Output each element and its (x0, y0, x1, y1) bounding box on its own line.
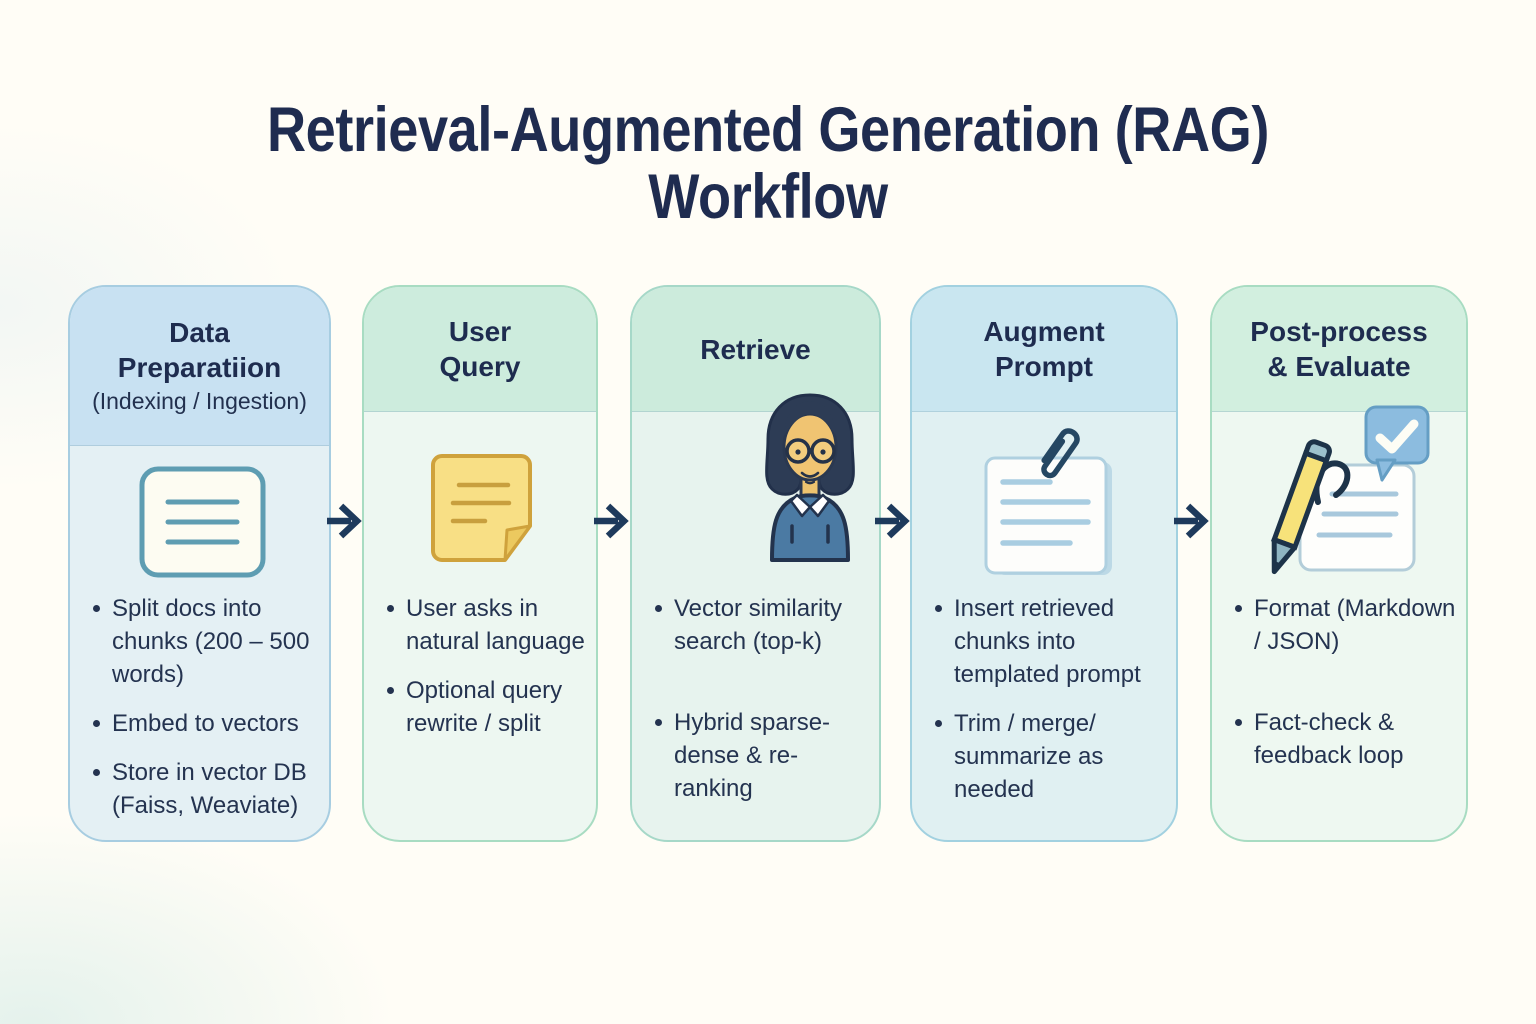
card-bullet-list: Vector similarity search (top-k) Hybrid … (654, 592, 871, 821)
card-bullet-list: Insert retrieved chunks into templated p… (934, 592, 1168, 822)
flow-arrow (875, 503, 910, 539)
card-bullet-list: Format (Markdown / JSON) Fact-check & fe… (1234, 592, 1458, 788)
bullet-item: User asks in natural language (386, 592, 588, 658)
card-data-preparation: Data Preparatiion (Indexing / Ingestion)… (68, 285, 331, 842)
card-augment-prompt-header: Augment Prompt (912, 287, 1176, 412)
page-title: Retrieval-Augmented Generation (RAG) Wor… (0, 97, 1536, 231)
card-retrieve-header: Retrieve (632, 287, 879, 412)
card-title-line: Data (169, 317, 230, 348)
card-title-line: Augment (983, 316, 1105, 347)
card-augment-prompt: Augment Prompt Insert retrieved chunks i… (910, 285, 1178, 842)
page-title-line1: Retrieval-Augmented Generation (RAG) (266, 95, 1270, 166)
bullet-item: Optional query rewrite / split (386, 674, 588, 740)
card-bullet-list: User asks in natural language Optional q… (386, 592, 588, 756)
bullet-item: Insert retrieved chunks into templated p… (934, 592, 1168, 691)
card-subtitle: (Indexing / Ingestion) (92, 388, 307, 414)
paperclip-document-icon (984, 428, 1112, 575)
card-title-line: Preparatiion (117, 352, 282, 383)
card-retrieve: Retrieve Vector similarity search (top-k… (630, 285, 881, 842)
flow-arrow (594, 503, 629, 539)
card-post-process-evaluate: Post-process & Evaluate Format (Markdown… (1210, 285, 1468, 842)
bullet-item: Split docs into chunks (200 – 500 words) (92, 592, 321, 691)
page-title-line2: Workflow (648, 162, 888, 233)
bullet-item: Hybrid sparse-dense & re-ranking (654, 706, 871, 805)
pencil-check-icon (1270, 405, 1430, 575)
bullet-item: Vector similarity search (top-k) (654, 592, 871, 658)
card-title-line: & Evaluate (1267, 351, 1411, 382)
bullet-item: Fact-check & feedback loop (1234, 706, 1458, 772)
card-user-query: User Query User asks in natural language… (362, 285, 598, 842)
bullet-item: Trim / merge/ summarize as needed (934, 707, 1168, 806)
sticky-note-icon (431, 454, 532, 562)
flow-arrow (1174, 503, 1209, 539)
card-title-line: User (448, 316, 512, 347)
flow-arrow (327, 503, 362, 539)
card-bullet-list: Split docs into chunks (200 – 500 words)… (92, 592, 321, 838)
card-title-line: Retrieve (700, 333, 811, 365)
bullet-item: Format (Markdown / JSON) (1234, 592, 1458, 658)
card-title-line: Post-process (1250, 316, 1428, 347)
card-title-line: Query (439, 351, 521, 382)
card-data-preparation-header: Data Preparatiion (Indexing / Ingestion) (70, 287, 329, 446)
bullet-item: Store in vector DB (Faiss, Weaviate) (92, 756, 321, 822)
bullet-item: Embed to vectors (92, 707, 321, 740)
card-user-query-header: User Query (364, 287, 596, 412)
card-post-process-header: Post-process & Evaluate (1212, 287, 1466, 412)
document-icon (139, 466, 266, 578)
card-title-line: Prompt (995, 351, 1093, 382)
user-avatar-icon (765, 393, 855, 562)
